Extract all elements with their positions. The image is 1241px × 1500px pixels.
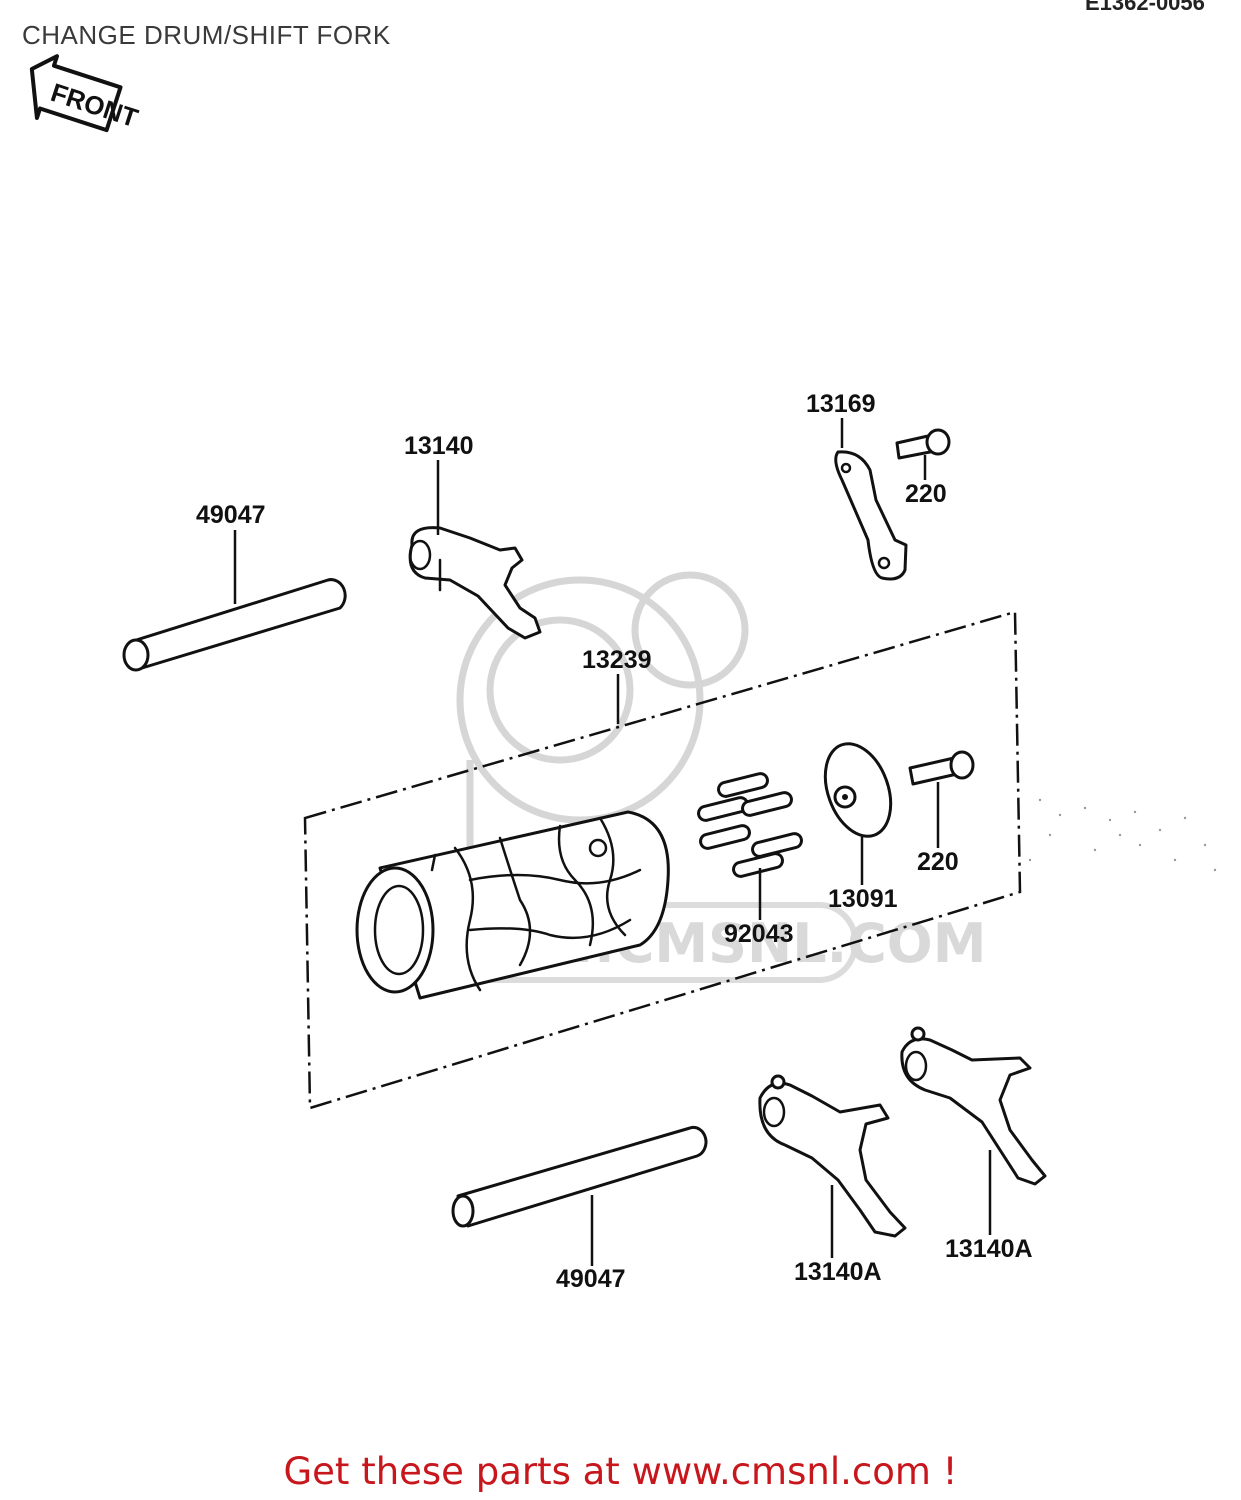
front-arrow-icon: FRONT bbox=[29, 54, 142, 133]
pin-holder bbox=[823, 742, 893, 838]
bolt-lower bbox=[908, 750, 975, 786]
label-bolt-upper: 220 bbox=[905, 480, 947, 508]
label-fork-lower-left: 13140A bbox=[794, 1258, 882, 1286]
scan-noise bbox=[1028, 798, 1217, 872]
drum-assembly-boundary bbox=[303, 610, 1022, 1110]
label-stopper: 13169 bbox=[806, 390, 876, 418]
shaft-upper bbox=[122, 578, 347, 672]
diagram-code: E1362-0056 bbox=[1085, 0, 1205, 15]
stopper-plate bbox=[834, 450, 908, 581]
label-shaft-lower: 49047 bbox=[556, 1265, 626, 1293]
shift-fork-lower-right bbox=[900, 1026, 1047, 1186]
change-drum bbox=[355, 810, 670, 1000]
shift-fork-upper bbox=[408, 526, 542, 640]
label-pins: 92043 bbox=[724, 920, 794, 948]
diagram-title: CHANGE DRUM/SHIFT FORK bbox=[22, 20, 391, 50]
label-fork-lower-right: 13140A bbox=[945, 1235, 1033, 1263]
shaft-lower bbox=[451, 1125, 708, 1228]
label-drum-assy: 13239 bbox=[582, 646, 652, 674]
shift-fork-lower-left bbox=[758, 1074, 907, 1238]
footer-link-text[interactable]: Get these parts at www.cmsnl.com ! bbox=[283, 1450, 958, 1493]
bolt-upper bbox=[895, 428, 951, 460]
label-fork-upper: 13140 bbox=[404, 432, 474, 460]
label-bolt-lower: 220 bbox=[917, 848, 959, 876]
drum-pins bbox=[697, 772, 803, 878]
label-shaft-upper: 49047 bbox=[196, 501, 266, 529]
label-holder: 13091 bbox=[828, 885, 898, 913]
